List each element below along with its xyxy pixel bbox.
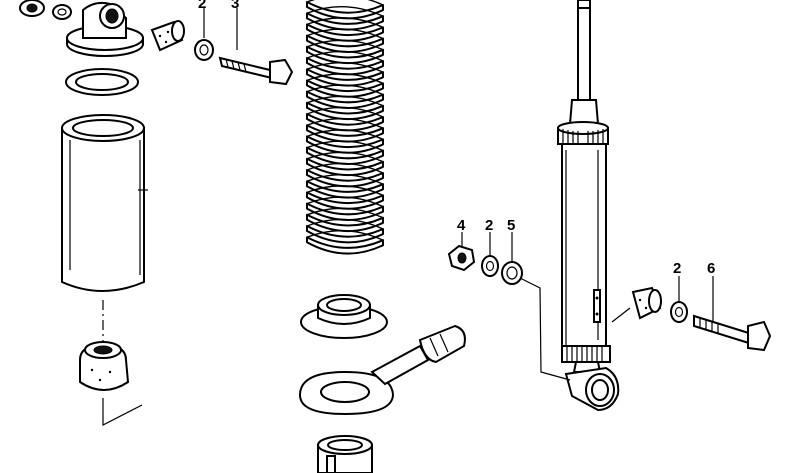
spring-coil-back: [306, 0, 384, 6]
leader-line: [611, 307, 631, 323]
rubber-bushing-icon: [631, 286, 662, 320]
spring-coil: [306, 180, 384, 199]
ring-washer-icon: [65, 68, 139, 96]
rubber-bushing-icon: [79, 341, 130, 391]
leader-line: [519, 277, 571, 381]
spring-coil-back: [306, 39, 384, 51]
spring-coil-back: [306, 50, 384, 62]
spring-coil: [306, 169, 384, 188]
washer-icon: [501, 261, 523, 285]
spring-coil: [306, 113, 384, 132]
spring-coil-back: [306, 17, 384, 29]
spring-coil-back: [306, 117, 384, 129]
spring-coil-back: [306, 140, 384, 152]
spring-coil-back: [306, 185, 384, 197]
eye-mount-icon: [66, 1, 144, 57]
washer-icon: [670, 301, 688, 323]
mount-cup-icon: [317, 435, 373, 473]
rubber-bushing-icon: [150, 20, 185, 52]
bump-stop-cylinder-icon: [61, 114, 148, 292]
washer-icon: [194, 39, 214, 61]
mounting-bolt-icon: [693, 314, 772, 352]
spring-coil: [306, 135, 384, 154]
nut-icon: [447, 244, 476, 272]
callout-number: 4: [457, 217, 466, 234]
spring-coil-back: [306, 61, 384, 73]
washer-icon: [52, 4, 72, 20]
spring-coil-back: [306, 151, 384, 163]
spring-coil: [306, 79, 384, 98]
spring-coil-back: [306, 173, 384, 185]
spring-coil-back: [306, 106, 384, 118]
spring-coil: [306, 101, 384, 121]
spring-coil: [306, 225, 384, 244]
callout-number: 2: [673, 260, 681, 277]
spring-adjuster-lever-icon: [298, 324, 466, 416]
spring-coil: [306, 124, 384, 143]
spring-coil-back: [306, 73, 384, 85]
callout-number: 3: [231, 0, 239, 12]
spring-coil: [306, 236, 384, 255]
spring-coil: [306, 45, 384, 65]
spring-coil: [306, 90, 384, 109]
spring-coil-back: [306, 196, 384, 208]
leader-line: [102, 398, 143, 426]
nut-icon: [19, 0, 45, 17]
spring-coil: [306, 157, 384, 177]
top-left-hardware: [19, 0, 294, 86]
callout-number: 6: [707, 260, 715, 277]
shock-absorber-icon: [557, 0, 620, 412]
callout-number: 5: [507, 217, 515, 234]
callout-number: 2: [485, 217, 493, 234]
spring-coil-back: [306, 5, 384, 17]
coil-spring-icon: [306, 0, 384, 255]
spring-coil-back: [306, 162, 384, 174]
washer-icon: [481, 255, 499, 277]
spring-coil-back: [306, 229, 384, 241]
spring-coil-back: [306, 84, 384, 96]
spring-coil: [306, 1, 384, 20]
spring-coil: [306, 202, 384, 221]
spring-coil: [306, 23, 384, 42]
spring-coil-back: [306, 218, 384, 230]
spring-coil: [306, 57, 384, 76]
spring-seat-icon: [300, 294, 388, 339]
spring-coil-back: [306, 95, 384, 107]
spring-coil: [306, 191, 384, 210]
mounting-bolt-icon: [218, 56, 294, 86]
callout-number: 2: [198, 0, 206, 12]
spring-coil: [306, 68, 384, 87]
spring-coil-back: [306, 129, 384, 141]
spring-coil: [306, 34, 384, 53]
spring-coil: [306, 12, 384, 31]
spring-coil-back: [306, 28, 384, 40]
spring-coil-back: [306, 207, 384, 219]
spring-coil: [306, 146, 384, 165]
spring-coil: [306, 213, 384, 233]
